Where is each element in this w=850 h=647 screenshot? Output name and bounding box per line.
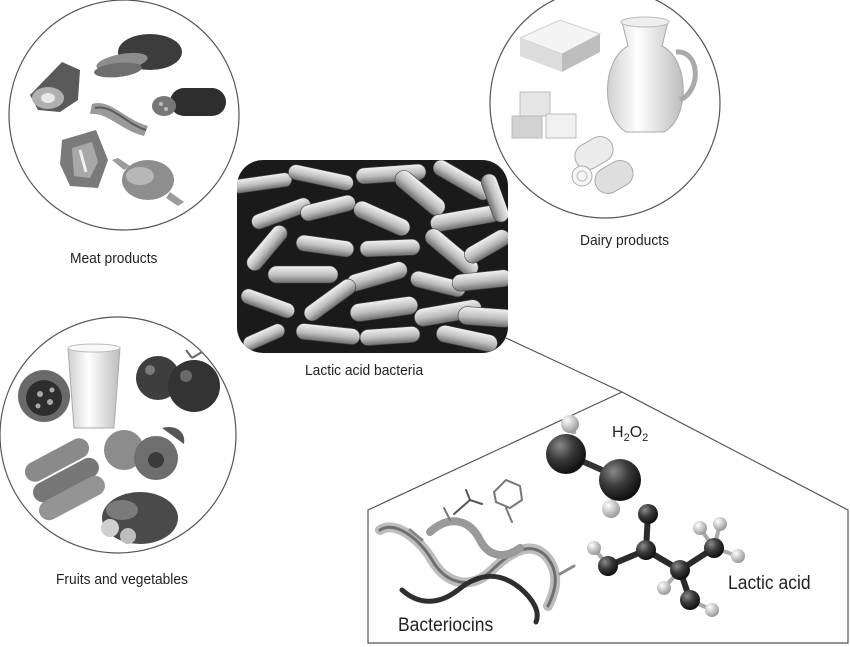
peaches-icon bbox=[104, 426, 185, 480]
bacteriocin-ribbon bbox=[375, 478, 576, 625]
h2o2-o: O bbox=[629, 424, 643, 441]
corn-icon bbox=[24, 438, 105, 521]
lactic-acid-bacteria-label: Lactic acid bacteria bbox=[305, 362, 424, 379]
bacteria-micrograph bbox=[237, 160, 508, 353]
bacteriocins-label: Bacteriocins bbox=[398, 615, 494, 636]
sliced-roast-icon bbox=[94, 34, 182, 78]
dairy-products-circle bbox=[489, 0, 721, 219]
sausage-icon bbox=[152, 88, 226, 116]
butter-icon bbox=[518, 19, 602, 72]
chicken-icon bbox=[112, 158, 184, 206]
meat-products-label: Meat products bbox=[70, 250, 158, 267]
bacon-icon bbox=[90, 102, 148, 136]
lactic-acid-label: Lactic acid bbox=[728, 573, 811, 594]
steak-icon bbox=[60, 130, 108, 188]
ham-icon bbox=[30, 62, 80, 112]
cheese-cubes-icon bbox=[511, 91, 577, 139]
connector-line bbox=[505, 337, 623, 393]
h2o2-o-count: 2 bbox=[642, 432, 649, 445]
metabolites-panel bbox=[367, 391, 849, 644]
leafy-greens-icon bbox=[101, 492, 178, 544]
dairy-products-label: Dairy products bbox=[580, 232, 669, 249]
milk-jug-icon bbox=[607, 16, 698, 133]
passion-fruit-icon bbox=[18, 370, 70, 422]
h2o2-h: H bbox=[612, 424, 624, 441]
meat-products-circle bbox=[8, 0, 240, 231]
h2o2-h-count: 2 bbox=[623, 432, 630, 445]
tomatoes-icon bbox=[136, 349, 220, 412]
rolled-cheese-icon bbox=[571, 136, 634, 194]
h2o2-molecule bbox=[546, 415, 641, 518]
juice-glass-icon bbox=[67, 343, 121, 429]
fruits-vegetables-label: Fruits and vegetables bbox=[56, 571, 188, 588]
fruits-vegetables-circle bbox=[0, 316, 237, 554]
lactic-acid-atoms bbox=[587, 504, 745, 617]
h2o2-label: H2O2 bbox=[612, 424, 648, 444]
